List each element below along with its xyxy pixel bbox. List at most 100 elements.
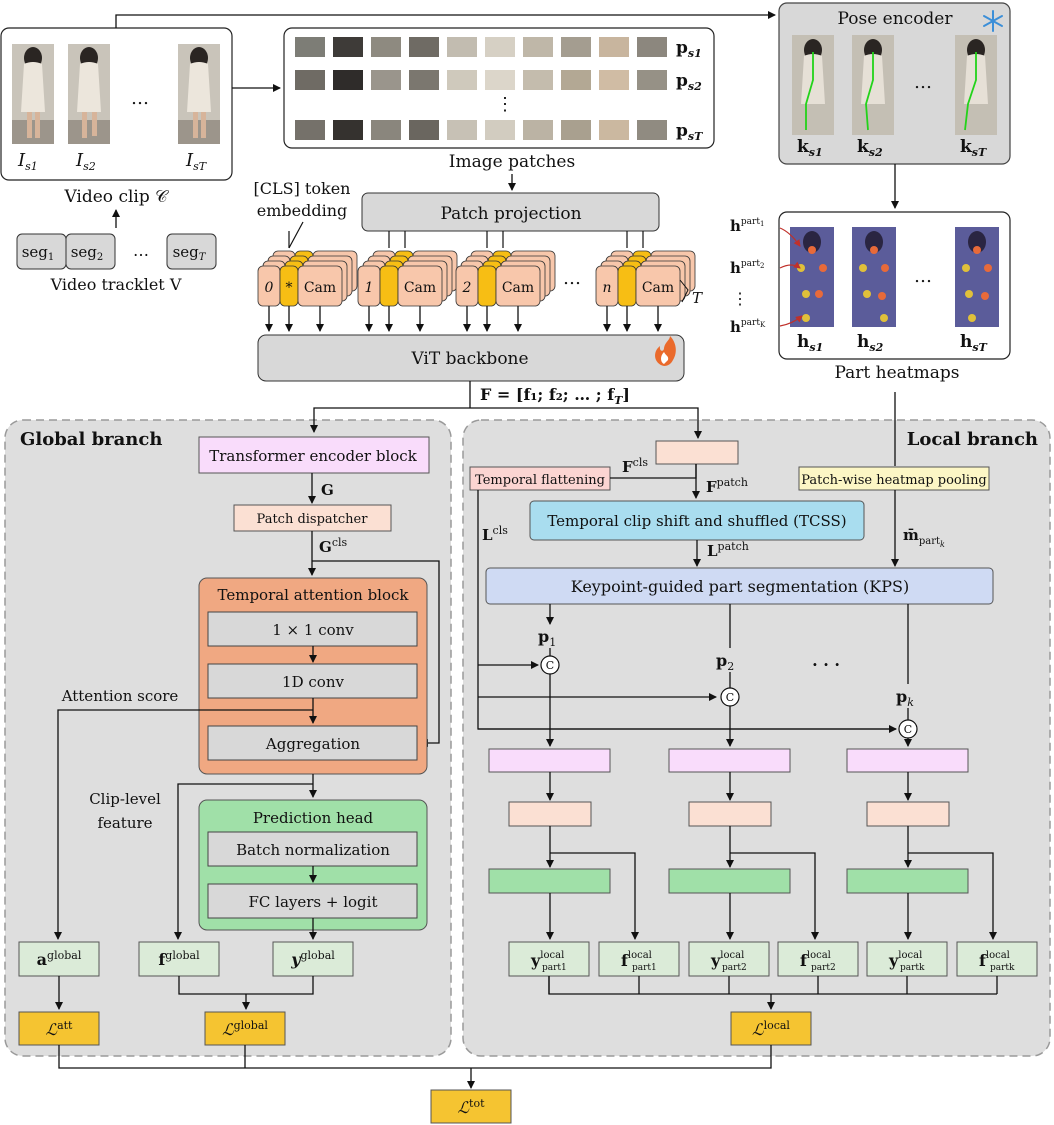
m-part-label: m̄partk	[903, 526, 945, 549]
heatmap-part-label-2: hpart2	[730, 259, 764, 277]
pose-label-T: ksT	[960, 137, 987, 159]
heatmap-pooling-box	[798, 466, 990, 491]
cam-token-label-2: Cam	[502, 280, 534, 296]
heatmap-frame-1	[790, 227, 834, 327]
G-cls-label: Gcls	[319, 536, 347, 556]
cls-caption-line1: [CLS] token	[254, 179, 351, 198]
aggregation-box	[207, 725, 418, 761]
pose-encoder-title: Pose encoder	[837, 9, 953, 29]
video-frame-1	[12, 44, 54, 144]
pose-label-1: ks1	[797, 137, 823, 159]
kps-box	[485, 567, 994, 605]
heatmap-part-vdots: ⋮	[732, 289, 748, 308]
batch-norm-box	[207, 831, 418, 867]
temporal-attention-title: Temporal attention block	[218, 586, 410, 604]
patch-row-2	[295, 70, 667, 90]
local-transformer-1	[488, 748, 611, 773]
local-head-1	[488, 868, 611, 894]
cam-token-label-3: Cam	[642, 280, 674, 296]
token-group-0: 0*Cam	[257, 231, 358, 332]
pose-frame-2	[852, 35, 894, 135]
clip-feature-line1: Clip-level	[89, 790, 161, 808]
tracklet-caption: Video tracklet V	[50, 275, 182, 294]
heatmap-label-1: hs1	[797, 332, 823, 354]
loss-total-label: ℒtot	[458, 1097, 486, 1117]
conv1x1-label: 1 × 1 conv	[272, 621, 354, 639]
loss-local-label: ℒlocal	[752, 1019, 790, 1039]
heatmap-pooling-label: Patch-wise heatmap pooling	[801, 473, 987, 488]
vit-backbone-box	[257, 334, 685, 382]
frame-label-2: Is2	[75, 150, 96, 173]
pose-ellipsis: …	[914, 72, 932, 93]
loss-global-label: ℒglobal	[222, 1019, 268, 1039]
global-branch-title: Global branch	[20, 429, 162, 450]
part-heatmaps-caption: Part heatmaps	[834, 363, 959, 383]
heatmap-part-label-1: hpart1	[730, 217, 764, 235]
conv1d-box	[207, 663, 418, 699]
frame-label-T: IsT	[185, 150, 208, 173]
fc-layers-box	[207, 883, 418, 919]
heatmap-frame-T	[955, 227, 999, 327]
G-label: G	[321, 481, 334, 499]
concat-symbol-2: C	[726, 691, 734, 704]
patch-row-T	[295, 120, 667, 140]
loss-global-box	[204, 1011, 286, 1046]
pose-frame-T	[955, 35, 997, 135]
local-dispatcher-2	[688, 801, 772, 827]
patch-row-1	[295, 37, 667, 57]
local-dispatcher-1	[508, 801, 592, 827]
tracklet-seg-T	[166, 233, 217, 270]
local-branch-title: Local branch	[907, 429, 1038, 450]
tracklet-ellipsis: …	[133, 241, 149, 260]
token-index-3: n	[602, 280, 611, 296]
tracklet-seg-2	[65, 233, 116, 270]
F-patch-label: Fpatch	[706, 476, 748, 496]
image-patches-caption: Image patches	[449, 152, 575, 172]
pose-label-2: ks2	[857, 137, 883, 159]
heatmap-label-T: hsT	[960, 332, 988, 354]
batch-norm-label: Batch normalization	[236, 841, 390, 859]
L-patch-label: Lpatch	[707, 540, 749, 560]
heatmap-part-label-K: hpartK	[730, 318, 766, 336]
clip-feature-line2: feature	[97, 814, 152, 832]
patch-row-label-2: ps2	[676, 71, 702, 93]
conv1x1-box	[207, 611, 418, 647]
heatmap-ellipsis: …	[914, 266, 932, 287]
patch-row-label-1: ps1	[676, 38, 702, 60]
video-frame-2	[68, 44, 110, 144]
kps-label: Keypoint-guided part segmentation (KPS)	[571, 577, 909, 596]
token-ellipsis: …	[563, 268, 581, 289]
local-head-3	[846, 868, 969, 894]
a-global-label: aglobal	[37, 949, 82, 969]
F-features-label: F = [f₁; f₂; … ; fT]	[480, 385, 630, 407]
heatmap-label-2: hs2	[857, 332, 884, 354]
y-global-label: yglobal	[290, 949, 335, 969]
cam-token-label-0: Cam	[304, 280, 336, 296]
T-brace	[679, 279, 689, 303]
L-cls-label: Lcls	[482, 524, 508, 544]
cls-caption-line2: embedding	[257, 201, 348, 220]
concat-symbol-1: C	[546, 659, 554, 672]
concat-symbol-3: C	[904, 723, 912, 736]
f-global-label: fglobal	[158, 949, 200, 969]
f-global-box	[138, 941, 220, 977]
cam-token-label-1: Cam	[404, 280, 436, 296]
pose-frame-1	[792, 35, 834, 135]
aggregation-label: Aggregation	[265, 735, 360, 753]
token-group-3: n Cam	[595, 231, 696, 332]
local-column-3	[846, 738, 997, 940]
